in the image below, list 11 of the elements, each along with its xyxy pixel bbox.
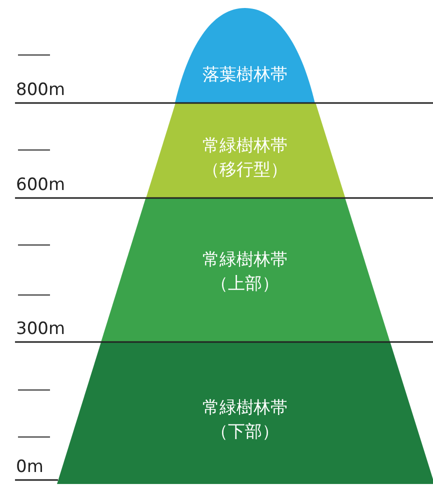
zone-label: 常緑樹林帯 [201, 249, 288, 272]
zone-label: （上部） [210, 273, 280, 296]
altitude-label: 600m [16, 175, 66, 195]
zone-label: （下部） [210, 421, 280, 444]
zone-label: 落葉樹林帯 [202, 64, 288, 87]
zone-label: （移行型） [202, 159, 288, 182]
zone-label: 常緑樹林帯 [201, 397, 288, 420]
altitude-label: 300m [16, 319, 66, 339]
zone-label: 常緑樹林帯 [202, 135, 288, 158]
altitude-label: 800m [16, 80, 66, 100]
altitude-label: 0m [16, 457, 44, 477]
